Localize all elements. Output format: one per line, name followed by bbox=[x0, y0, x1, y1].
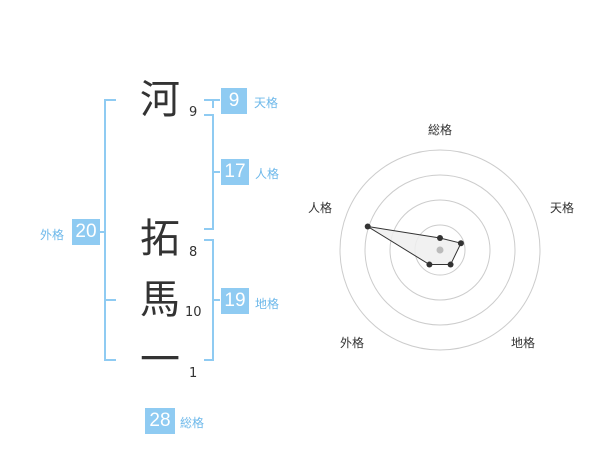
chikaku-label: 地格 bbox=[255, 297, 280, 311]
soukaku-label: 総格 bbox=[180, 416, 205, 430]
radar-axis-label-tenkaku: 天格 bbox=[550, 201, 575, 215]
radar-axis-label-chikaku: 地格 bbox=[511, 336, 536, 350]
name-char-1: 河 bbox=[140, 77, 180, 123]
gaikaku-label: 外格 bbox=[40, 228, 65, 242]
radar-center-dot bbox=[436, 246, 444, 254]
stroke-count-4: 1 bbox=[189, 366, 198, 381]
chikaku-value: 19 bbox=[221, 288, 249, 314]
radar-axis-label-jinkaku: 人格 bbox=[308, 201, 333, 215]
radar-series-area bbox=[367, 226, 462, 266]
radar-ring bbox=[339, 149, 541, 351]
name-char-2: 拓 bbox=[140, 216, 180, 262]
tenkaku-label: 天格 bbox=[254, 96, 279, 110]
radar-point-jinkaku bbox=[364, 223, 371, 230]
jinkaku-label: 人格 bbox=[255, 167, 280, 181]
gaikaku-value: 20 bbox=[72, 219, 100, 245]
tenkaku-bracket bbox=[204, 99, 220, 108]
radar-point-tenkaku bbox=[457, 240, 464, 247]
tenkaku-value: 9 bbox=[221, 88, 247, 114]
radar-axis-label-gaikaku: 外格 bbox=[340, 336, 365, 350]
stroke-count-1: 9 bbox=[189, 105, 198, 120]
radar-ring bbox=[389, 199, 491, 301]
chikaku-bracket bbox=[204, 239, 220, 361]
soukaku-value: 28 bbox=[145, 408, 175, 434]
radar-point-gaikaku bbox=[426, 261, 433, 268]
name-char-4: 一 bbox=[140, 337, 180, 383]
radar-axis-label-soukaku: 総格 bbox=[428, 123, 453, 137]
radar-point-chikaku bbox=[447, 261, 454, 268]
stroke-count-2: 8 bbox=[189, 245, 198, 260]
name-char-3: 馬 bbox=[140, 277, 180, 323]
radar-point-soukaku bbox=[437, 235, 443, 241]
radar-ring bbox=[364, 174, 516, 326]
stroke-count-3: 10 bbox=[185, 305, 202, 320]
jinkaku-bracket bbox=[204, 114, 220, 230]
jinkaku-value: 17 bbox=[221, 159, 249, 185]
